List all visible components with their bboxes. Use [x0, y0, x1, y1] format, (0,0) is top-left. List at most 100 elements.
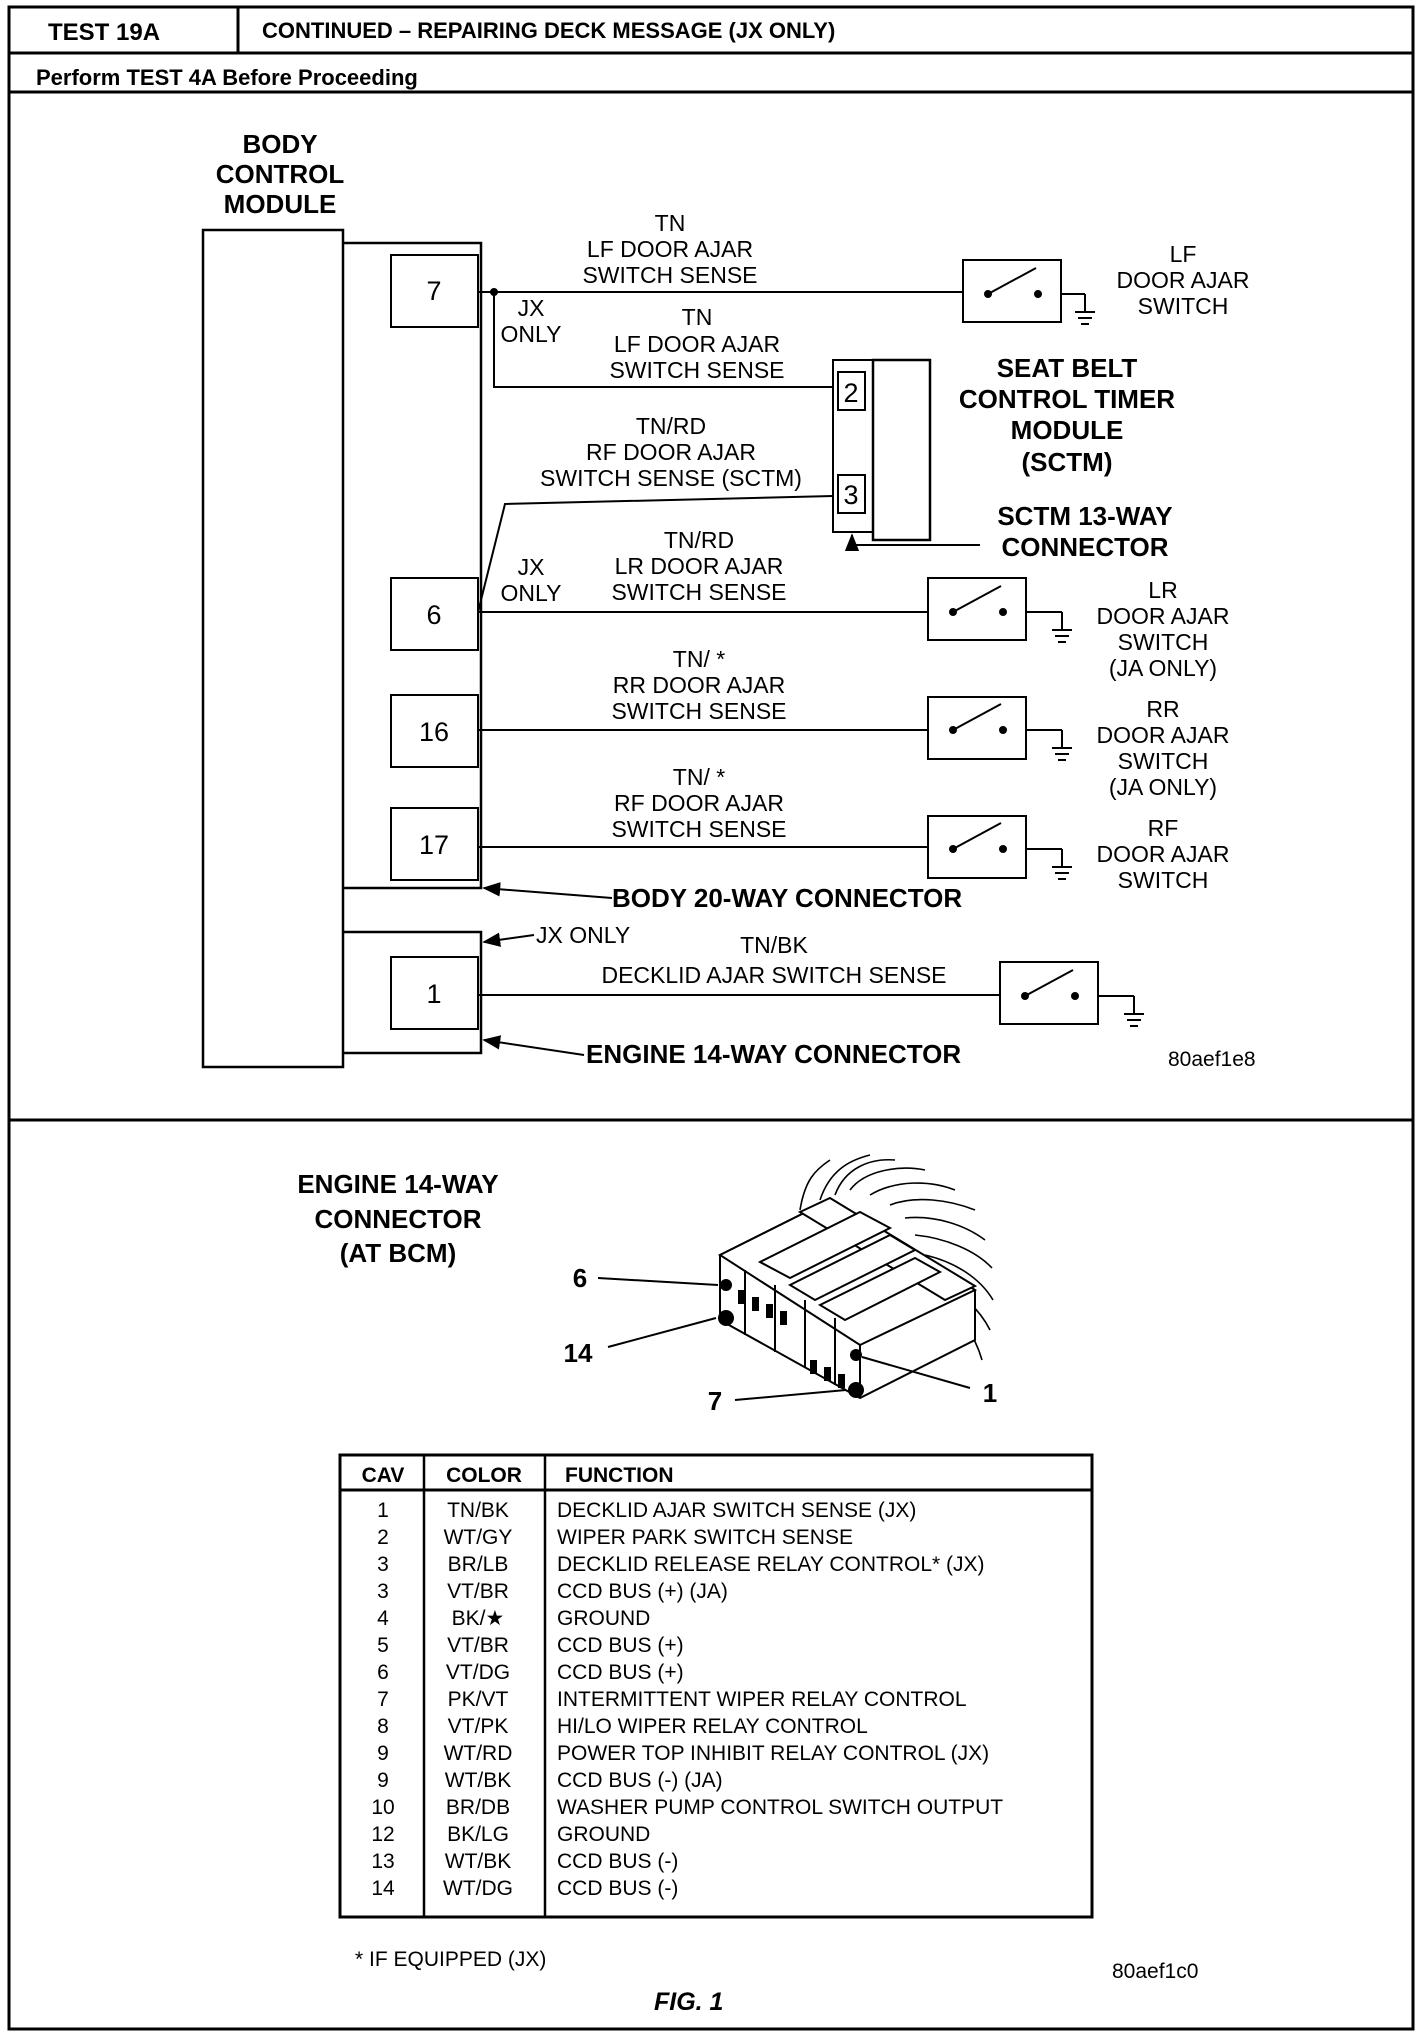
sctm-label-4: (SCTM) [1022, 447, 1113, 477]
connector-view: ENGINE 14-WAY CONNECTOR (AT BCM) [297, 1154, 997, 1416]
wire-rr-color: TN/ * [673, 646, 725, 672]
bcm-label-3: MODULE [224, 189, 337, 219]
wire-lr-sense: SWITCH SENSE [611, 579, 786, 605]
color-cell: WT/BK [445, 1850, 512, 1873]
wire-rf-name: RF DOOR AJAR [614, 790, 784, 816]
jx-only-label-2b: ONLY [501, 580, 562, 606]
switch-lr-label-3: SWITCH [1118, 629, 1209, 655]
sctm-label-1: SEAT BELT [997, 353, 1138, 383]
wire-lf-sense: SWITCH SENSE [582, 262, 757, 288]
cav-cell: 6 [377, 1661, 389, 1684]
wire-rf-color: TN/ * [673, 764, 725, 790]
cav-cell: 8 [377, 1715, 389, 1738]
sctm-pin-box-3 [837, 474, 866, 514]
switch-rr-label-3: SWITCH [1118, 748, 1209, 774]
figure-caption: FIG. 1 [654, 1988, 723, 2016]
jx-only-label-1b: ONLY [501, 321, 562, 347]
cavity-box-7 [390, 254, 479, 328]
switch-rf-label-1: RF [1148, 815, 1179, 841]
wire-lf-sctm-color: TN [682, 304, 713, 330]
callout-14: 14 [564, 1338, 593, 1368]
callout-line-14 [607, 1317, 717, 1348]
switch-rr-label-2: DOOR AJAR [1097, 722, 1230, 748]
wires [477, 291, 1000, 996]
cav-cell: 14 [371, 1877, 395, 1900]
cavity-box-16 [390, 694, 479, 768]
callout-line-1 [861, 1356, 971, 1389]
schematic: BODY CONTROL MODULE 7 6 16 17 1 [201, 129, 1256, 1071]
function-cell: WASHER PUMP CONTROL SWITCH OUTPUT [557, 1796, 1003, 1819]
header-title: CONTINUED – REPAIRING DECK MESSAGE (JX O… [262, 18, 835, 43]
image-code: 80aef1e8 [1168, 1048, 1256, 1071]
body-connector-label: BODY 20-WAY CONNECTOR [612, 883, 962, 913]
color-cell: TN/BK [447, 1499, 509, 1522]
connector-view-title-1: ENGINE 14-WAY [297, 1169, 498, 1199]
cav-cell: 4 [377, 1607, 389, 1630]
sctm-connector-arrow [844, 533, 980, 552]
wire-lf-sctm-sense: SWITCH SENSE [609, 357, 784, 383]
pin-table-header-cav: CAV [362, 1464, 405, 1487]
cav-cell: 3 [377, 1553, 389, 1576]
jx-only-arrow [482, 932, 535, 947]
cavity-box-6 [390, 577, 479, 651]
wire-decklid-name: DECKLID AJAR SWITCH SENSE [601, 962, 946, 988]
switch-rr-label-1: RR [1146, 696, 1179, 722]
switch-lr-label-1: LR [1148, 577, 1177, 603]
pin-table-header-function: FUNCTION [565, 1464, 674, 1487]
function-cell: CCD BUS (+) (JA) [557, 1580, 728, 1603]
function-cell: CCD BUS (-) (JA) [557, 1769, 723, 1792]
callout-7: 7 [708, 1386, 722, 1416]
color-cell: VT/PK [448, 1715, 509, 1738]
cav-cell: 12 [371, 1823, 394, 1846]
pin-table-header-color: COLOR [446, 1464, 522, 1487]
cavity-label-7: 7 [426, 276, 441, 306]
function-cell: DECKLID RELEASE RELAY CONTROL* (JX) [557, 1553, 985, 1576]
callout-line-6 [597, 1277, 719, 1286]
callout-line-7 [734, 1389, 847, 1401]
wire-rf-sctm-color: TN/RD [636, 413, 706, 439]
function-cell: WIPER PARK SWITCH SENSE [557, 1526, 853, 1549]
wire-rf-sctm-name: RF DOOR AJAR [586, 439, 756, 465]
header [7, 5, 1415, 2031]
switch-rf-label-2: DOOR AJAR [1097, 841, 1230, 867]
function-cell: DECKLID AJAR SWITCH SENSE (JX) [557, 1499, 916, 1522]
callout-6: 6 [573, 1263, 587, 1293]
sctm-label-2: CONTROL TIMER [959, 384, 1175, 414]
color-cell: BR/LB [448, 1553, 509, 1576]
engine-connector-arrow [482, 1035, 585, 1056]
color-cell: WT/DG [443, 1877, 513, 1900]
wire-lf-name: LF DOOR AJAR [587, 236, 753, 262]
color-cell: PK/VT [448, 1688, 509, 1711]
cav-cell: 9 [377, 1769, 389, 1792]
callout-1: 1 [983, 1378, 997, 1408]
image-code-2: 80aef1c0 [1112, 1960, 1198, 1983]
cav-cell: 3 [377, 1580, 389, 1603]
wire-rr-sense: SWITCH SENSE [611, 698, 786, 724]
switch-lf-label-1: LF [1170, 241, 1197, 267]
sctm-connector-label-2: CONNECTOR [1001, 532, 1168, 562]
switch-lr-label-2: DOOR AJAR [1097, 603, 1230, 629]
switches [927, 259, 1144, 1027]
cav-cell: 9 [377, 1742, 389, 1765]
test-id: TEST 19A [48, 19, 160, 46]
wire-rf-sense: SWITCH SENSE [611, 816, 786, 842]
connector-cavities [718, 1279, 864, 1398]
cavity-box-1 [390, 956, 479, 1030]
connector-view-title-2: CONNECTOR [314, 1204, 481, 1234]
sctm-pin-box-2 [837, 371, 866, 411]
wire-rf-sctm-sense: SWITCH SENSE (SCTM) [540, 465, 802, 491]
engine-connector-label: ENGINE 14-WAY CONNECTOR [586, 1039, 961, 1069]
cav-cell: 13 [371, 1850, 394, 1873]
switch-lf-label-3: SWITCH [1138, 293, 1229, 319]
body-control-module [201, 228, 345, 1069]
sctm-pin-3: 3 [843, 480, 858, 510]
wire-lr-name: LR DOOR AJAR [615, 553, 784, 579]
